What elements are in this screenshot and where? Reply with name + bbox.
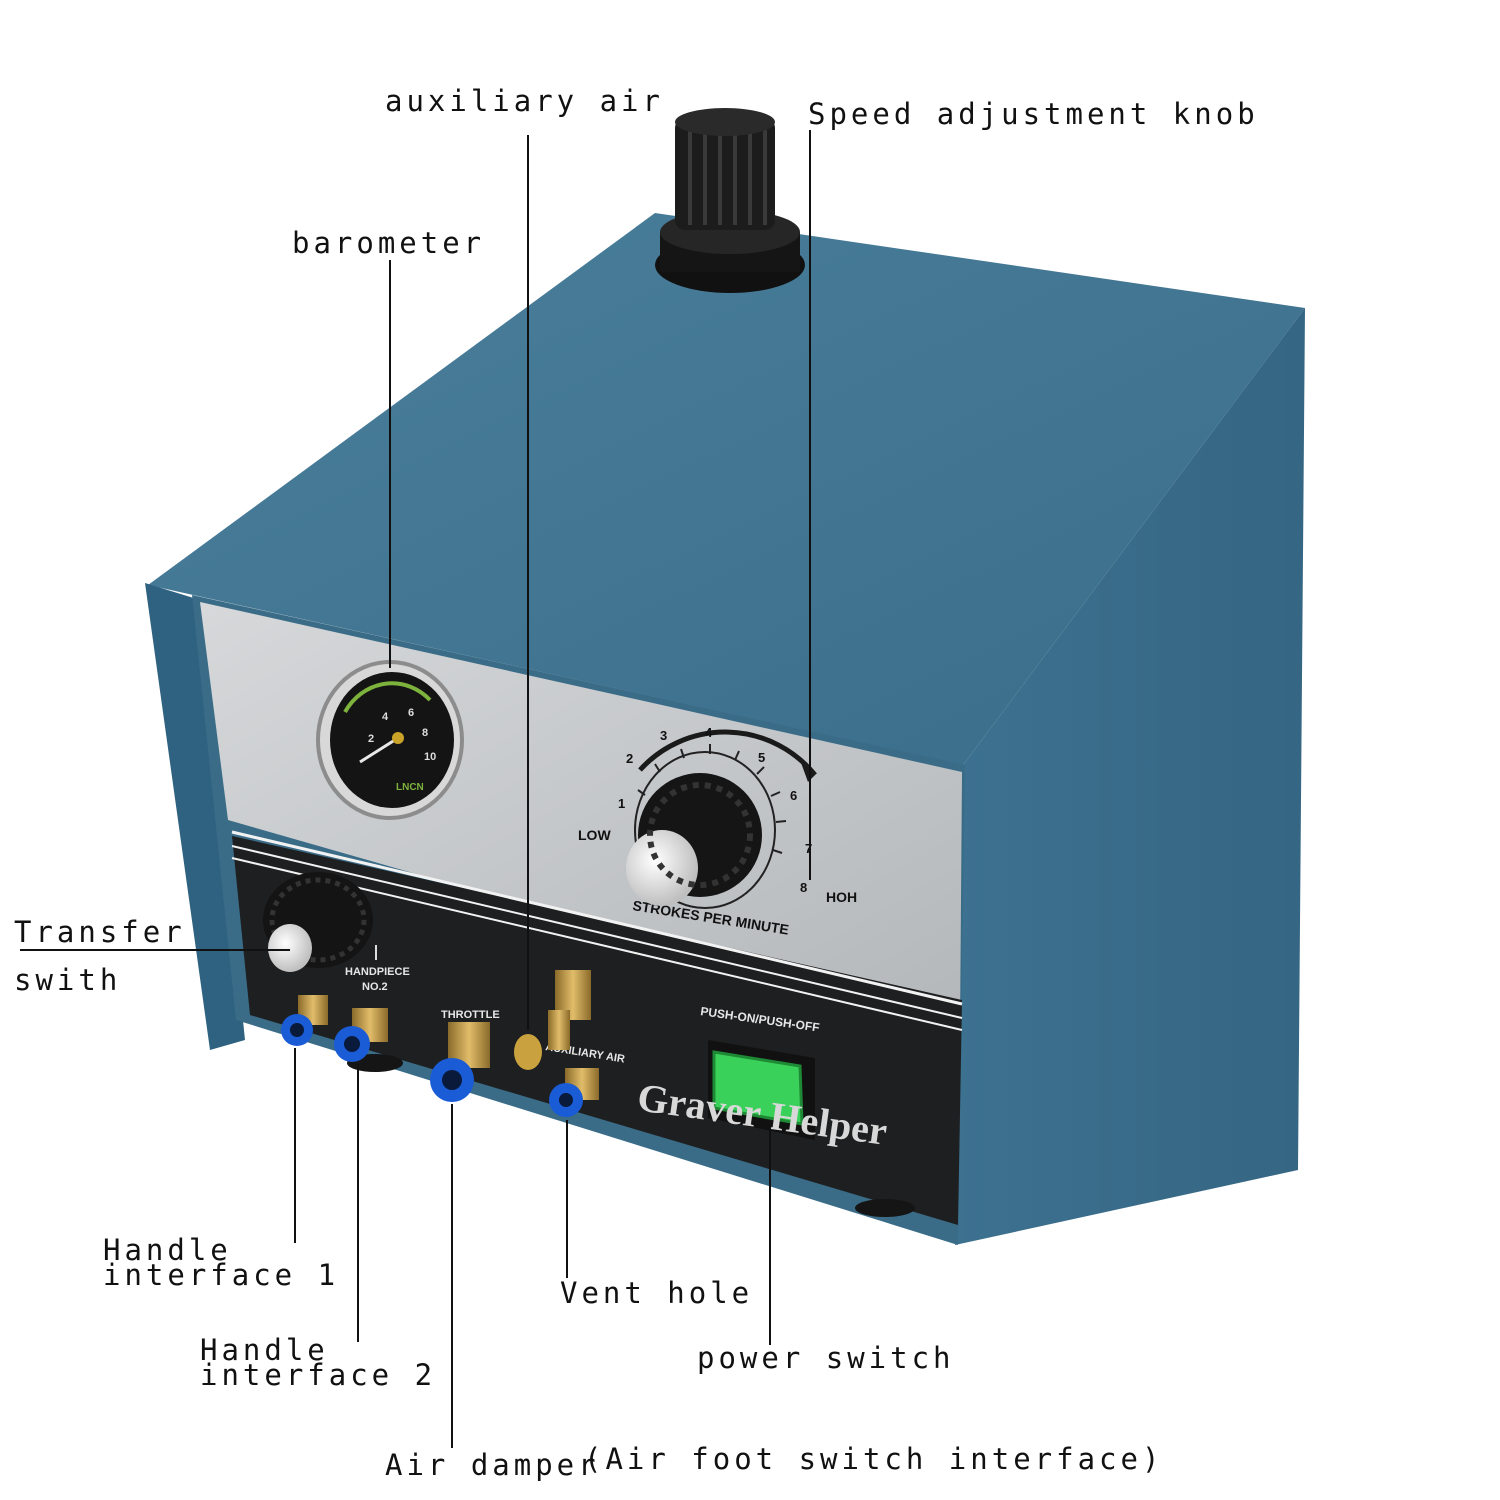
throttle-label: THROTTLE [441, 1009, 500, 1021]
vent-hole-fitting[interactable] [549, 1068, 599, 1117]
label-handle-interface-1: Handle interface 1 [103, 1233, 340, 1292]
handle-interface-2-fitting[interactable] [334, 1008, 388, 1062]
label-speed-adjustment-knob: Speed adjustment knob [808, 97, 1259, 131]
dial-number: 1 [618, 796, 625, 811]
label-transfer-switch: Transfer swith [14, 908, 186, 1004]
gauge-number: 8 [422, 727, 428, 739]
dial-number: 4 [705, 725, 713, 740]
label-transfer-switch-line2: swith [14, 963, 122, 997]
leader-lines [20, 130, 811, 1448]
label-vent-hole: Vent hole [560, 1276, 754, 1310]
handpiece-label-line1: HANDPIECE [345, 966, 410, 978]
left-edge [145, 583, 245, 1050]
dial-high-label: HOH [826, 889, 857, 905]
dial-number: 7 [805, 841, 812, 856]
barometer-gauge: 2 4 6 8 10 LNCN [316, 660, 464, 820]
dial-number: 8 [800, 880, 807, 895]
transfer-switch-knob[interactable] [263, 872, 377, 972]
label-auxiliary-air: auxiliary air [385, 84, 664, 118]
gauge-number: 6 [408, 707, 414, 719]
strokes-knob[interactable] [626, 773, 762, 906]
label-barometer: barometer [292, 226, 486, 260]
air-damper-fitting[interactable] [430, 1022, 490, 1102]
foot-right [855, 1199, 915, 1217]
auxiliary-air-valve[interactable] [514, 970, 591, 1070]
gauge-needle [359, 736, 399, 764]
label-handle-interface-1-line1: Handle [103, 1233, 232, 1267]
label-air-damper: Air damper [385, 1448, 600, 1482]
handpiece-label-line2: NO.2 [362, 981, 388, 993]
power-switch-button[interactable] [708, 1040, 815, 1140]
dial-number: 3 [660, 728, 667, 743]
dial-low-label: LOW [578, 827, 611, 843]
label-handle-interface-1-line2: interface 1 [103, 1258, 340, 1292]
label-handle-interface-2-line1: Handle [200, 1333, 329, 1367]
dial-number: 6 [790, 788, 797, 803]
gauge-number: 4 [382, 711, 389, 723]
dial-number: 5 [758, 750, 765, 765]
gauge-brand: LNCN [396, 782, 424, 793]
top-cover [148, 213, 1305, 765]
dial-number: 2 [626, 751, 633, 766]
label-handle-interface-2: Handle interface 2 [200, 1333, 437, 1392]
gauge-number: 2 [368, 733, 374, 745]
label-power-switch: power switch [697, 1341, 955, 1375]
label-handle-interface-2-line2: interface 2 [200, 1358, 437, 1392]
handle-interface-1-fitting[interactable] [281, 995, 328, 1046]
label-air-foot-switch-interface: (Air foot switch interface) [584, 1442, 1164, 1476]
gauge-number: 10 [424, 751, 436, 763]
label-transfer-switch-line1: Transfer [14, 915, 186, 949]
speed-adjustment-knob[interactable] [655, 108, 805, 293]
dial-ticks [637, 744, 787, 854]
side-cover [955, 308, 1305, 1245]
